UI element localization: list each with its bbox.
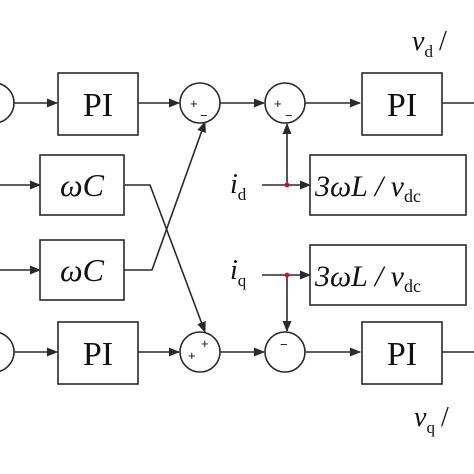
sum1-plus: + <box>190 96 198 111</box>
omega-c-bottom-label: ωC <box>60 252 105 288</box>
label-vd: vd/ <box>412 26 447 61</box>
omega-c-block-bottom <box>39 239 125 301</box>
decouple-block-bottom <box>309 244 467 306</box>
wire-omega-c-top-to-sum3 <box>124 184 206 334</box>
pi-block-top-left <box>57 72 139 136</box>
label-iq: iq <box>230 255 247 290</box>
wire-omega-c-bottom-to-sum1 <box>124 120 206 271</box>
pi-bottom-right-label: PI <box>387 336 417 373</box>
pi-bottom-left-label: PI <box>83 336 113 373</box>
decouple-bottom-label: 3ωL / vdc <box>314 260 421 296</box>
sum1-minus: − <box>200 108 208 123</box>
junction-iq <box>284 272 290 278</box>
pi-block-bottom-right <box>361 321 443 385</box>
omega-c-top-label: ωC <box>60 167 105 203</box>
sum2-plus: + <box>274 96 282 111</box>
pi-block-bottom-left <box>57 321 139 385</box>
decouple-block-top <box>309 154 467 216</box>
left-sum-top <box>0 83 15 123</box>
decouple-top-label: 3ωL / vdc <box>314 170 421 206</box>
omega-c-block-top <box>39 154 125 216</box>
sum3 <box>179 331 221 373</box>
sum4-minus: − <box>280 337 288 352</box>
sum3-plus-top: + <box>201 336 209 351</box>
junction-id <box>284 182 290 188</box>
pi-top-right-label: PI <box>387 87 417 124</box>
sum2-minus: − <box>285 108 293 123</box>
pi-top-left-label: PI <box>83 87 113 124</box>
sum3-plus-left: + <box>188 348 196 363</box>
pi-block-top-right <box>361 72 443 136</box>
label-id: id <box>230 169 247 204</box>
left-sum-bottom <box>0 332 15 372</box>
label-vq: vq/ <box>414 402 449 437</box>
